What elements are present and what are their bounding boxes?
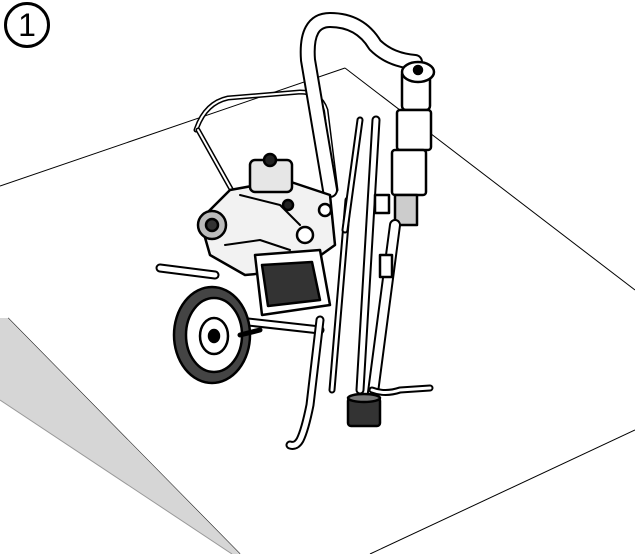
floor-edge-shadow — [0, 318, 240, 554]
paint-sprayer — [155, 12, 436, 450]
step-number-badge: 1 — [4, 2, 50, 48]
wheel — [172, 285, 263, 385]
